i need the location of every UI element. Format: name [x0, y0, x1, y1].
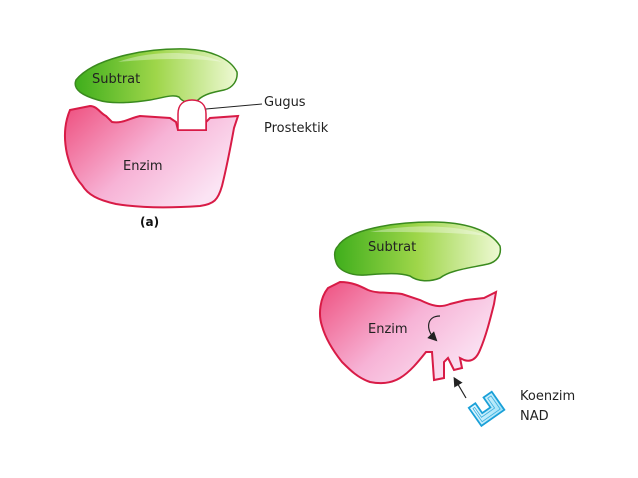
- coenzyme-approach-arrow: [453, 376, 467, 399]
- substrate-a-shape: [74, 48, 238, 104]
- prosthetic-group: Gugus Prostektik: [177, 95, 329, 136]
- coenzyme-nad: Koenzim NAD: [453, 376, 575, 428]
- prosthetic-label-line1: Gugus: [264, 95, 306, 110]
- substrate-b-shape: [333, 221, 502, 282]
- substrate-a: Subtrat: [74, 48, 238, 104]
- coenzyme-nad-shape: [467, 390, 506, 428]
- panel-a-caption: (a): [140, 215, 159, 229]
- panel-b: Subtrat Enzim Koenzim NAD: [319, 221, 575, 428]
- enzyme-b-shape: [319, 280, 498, 385]
- enzyme-a: Enzim: [64, 104, 240, 209]
- substrate-b-highlight: [370, 226, 488, 236]
- coenzyme-label-line1: Koenzim: [520, 389, 575, 404]
- substrate-b: Subtrat: [333, 221, 502, 282]
- enzyme-b: Enzim: [319, 280, 498, 385]
- prosthetic-label-line2: Prostektik: [264, 121, 329, 136]
- binding-site-curved-arrow: [427, 315, 441, 342]
- coenzyme-nad-inner-outline: [472, 395, 501, 423]
- substrate-a-label: Subtrat: [92, 72, 140, 87]
- enzyme-a-label: Enzim: [123, 159, 163, 174]
- enzyme-a-shape: [64, 104, 240, 209]
- prosthetic-pointer-line: [205, 103, 263, 110]
- substrate-b-label: Subtrat: [368, 240, 416, 255]
- enzyme-b-label: Enzim: [368, 322, 408, 337]
- coenzyme-label-line2: NAD: [520, 409, 549, 424]
- prosthetic-group-shape: [177, 99, 207, 131]
- panel-a: Subtrat Enzim Gugus Prostektik (a): [64, 48, 329, 229]
- substrate-a-highlight: [118, 53, 222, 62]
